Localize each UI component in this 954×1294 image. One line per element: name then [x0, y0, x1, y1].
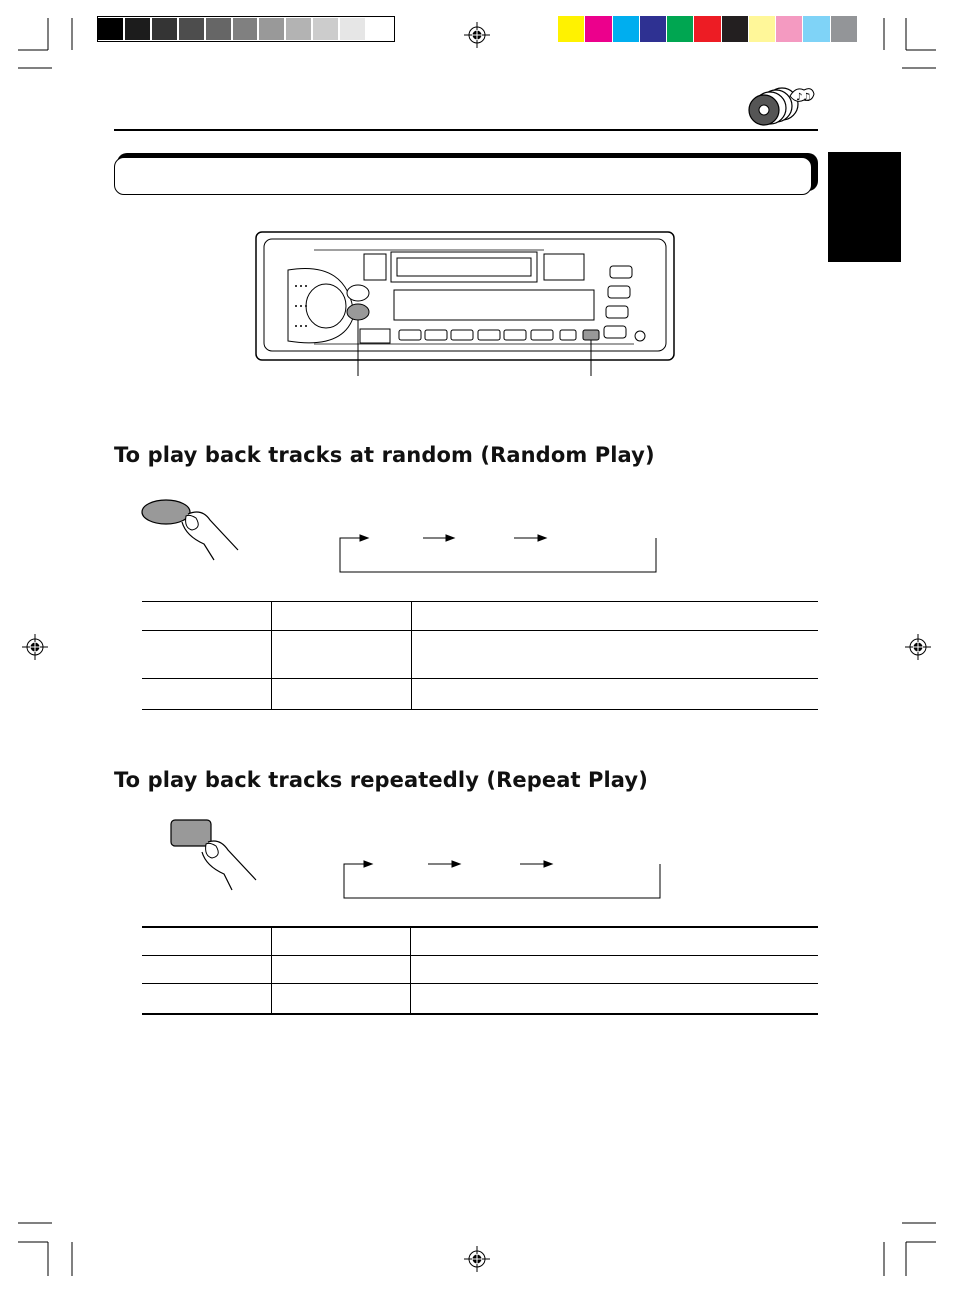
header-rule	[114, 129, 818, 131]
color-swatch	[694, 16, 721, 42]
color-swatch	[585, 16, 612, 42]
color-swatch	[776, 16, 803, 42]
gray-swatch	[340, 18, 366, 40]
registration-mark-icon	[464, 1246, 490, 1272]
random-play-heading: To play back tracks at random (Random Pl…	[114, 443, 655, 467]
random-mode-flow-diagram	[339, 534, 657, 573]
finger-press-icon	[141, 499, 239, 561]
registration-mark-icon	[905, 634, 931, 660]
flow-arrow-icon	[346, 860, 554, 868]
gray-swatch	[259, 18, 285, 40]
car-stereo-illustration	[255, 231, 675, 376]
cd-disc-icon: ♪♫	[748, 87, 815, 126]
color-swatch	[748, 16, 776, 42]
gray-swatch	[313, 18, 339, 40]
registration-mark-icon	[22, 634, 48, 660]
gray-swatch	[232, 18, 258, 40]
gray-swatch	[178, 18, 204, 40]
registration-mark-icon	[464, 22, 490, 48]
grayscale-calibration-bar	[97, 16, 395, 42]
svg-text:♪♫: ♪♫	[796, 92, 811, 103]
repeat-play-heading: To play back tracks repeatedly (Repeat P…	[114, 768, 648, 792]
gray-swatch	[205, 18, 231, 40]
color-calibration-bar	[558, 16, 858, 42]
language-tab	[828, 152, 901, 262]
color-swatch	[558, 16, 585, 42]
gray-swatch	[98, 18, 123, 40]
color-swatch	[830, 16, 857, 42]
color-swatch	[803, 16, 830, 42]
finger-press-icon	[170, 819, 257, 891]
color-swatch	[639, 16, 667, 42]
color-swatch	[667, 16, 694, 42]
color-swatch	[721, 16, 748, 42]
flow-arrow-icon	[342, 534, 548, 542]
gray-swatch	[286, 18, 312, 40]
gray-swatch	[124, 18, 150, 40]
gray-swatch	[151, 18, 177, 40]
gray-swatch	[367, 18, 392, 40]
color-swatch	[612, 16, 639, 42]
section-title-box	[114, 157, 812, 195]
repeat-mode-flow-diagram	[343, 860, 661, 899]
